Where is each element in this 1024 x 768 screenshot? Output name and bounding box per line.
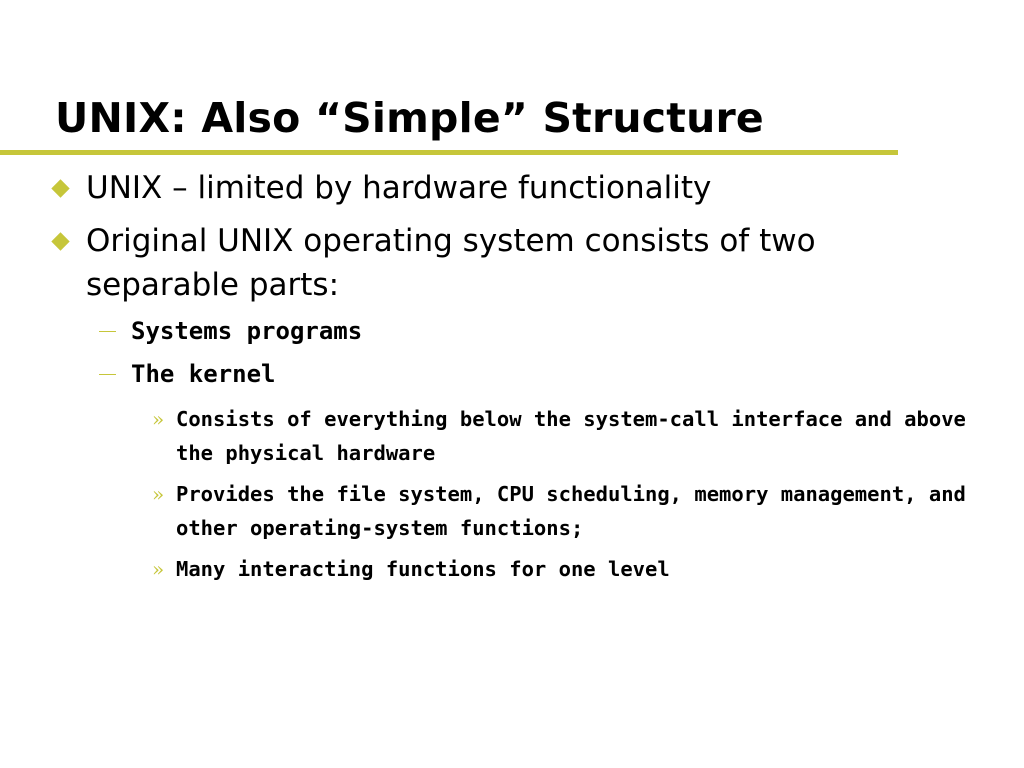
bullet-item: Original UNIX operating system consists … xyxy=(0,219,936,307)
bullet-list: UNIX – limited by hardware functionality… xyxy=(0,166,1024,593)
sub-bullet-text: Systems programs xyxy=(131,317,363,345)
sub-sub-bullet-text: Provides the file system, CPU scheduling… xyxy=(176,482,966,540)
sub-sub-bullet-item: » Many interacting functions for one lev… xyxy=(0,552,1006,586)
diamond-bullet-icon xyxy=(51,232,70,251)
slide-title: UNIX: Also “Simple” Structure xyxy=(55,94,764,142)
sub-sub-bullet-list: » Consists of everything below the syste… xyxy=(0,402,1024,586)
double-chevron-bullet-icon: » xyxy=(152,557,165,581)
bullet-text: UNIX – limited by hardware functionality xyxy=(86,170,712,206)
sub-bullet-text: The kernel xyxy=(131,360,276,388)
sub-sub-bullet-item: » Provides the file system, CPU scheduli… xyxy=(0,477,1006,545)
bullet-text: Original UNIX operating system consists … xyxy=(86,223,816,303)
bullet-item: UNIX – limited by hardware functionality xyxy=(0,166,936,210)
sub-bullet-group: Systems programs The kernel » Consists o… xyxy=(0,316,1024,586)
sub-sub-bullet-item: » Consists of everything below the syste… xyxy=(0,402,1006,470)
sub-sub-bullet-text: Consists of everything below the system-… xyxy=(176,407,966,465)
sub-bullet-item: Systems programs xyxy=(0,316,1024,346)
double-chevron-bullet-icon: » xyxy=(152,407,165,431)
dash-bullet-icon xyxy=(99,331,116,332)
sub-bullet-list: Systems programs The kernel » Consists o… xyxy=(0,316,1024,586)
double-chevron-bullet-icon: » xyxy=(152,482,165,506)
sub-sub-bullet-group: » Consists of everything below the syste… xyxy=(0,402,1024,586)
diamond-bullet-icon xyxy=(51,179,70,198)
sub-bullet-item: The kernel xyxy=(0,359,1024,389)
title-underline xyxy=(0,150,898,155)
sub-sub-bullet-text: Many interacting functions for one level xyxy=(176,557,670,581)
dash-bullet-icon xyxy=(99,374,116,375)
